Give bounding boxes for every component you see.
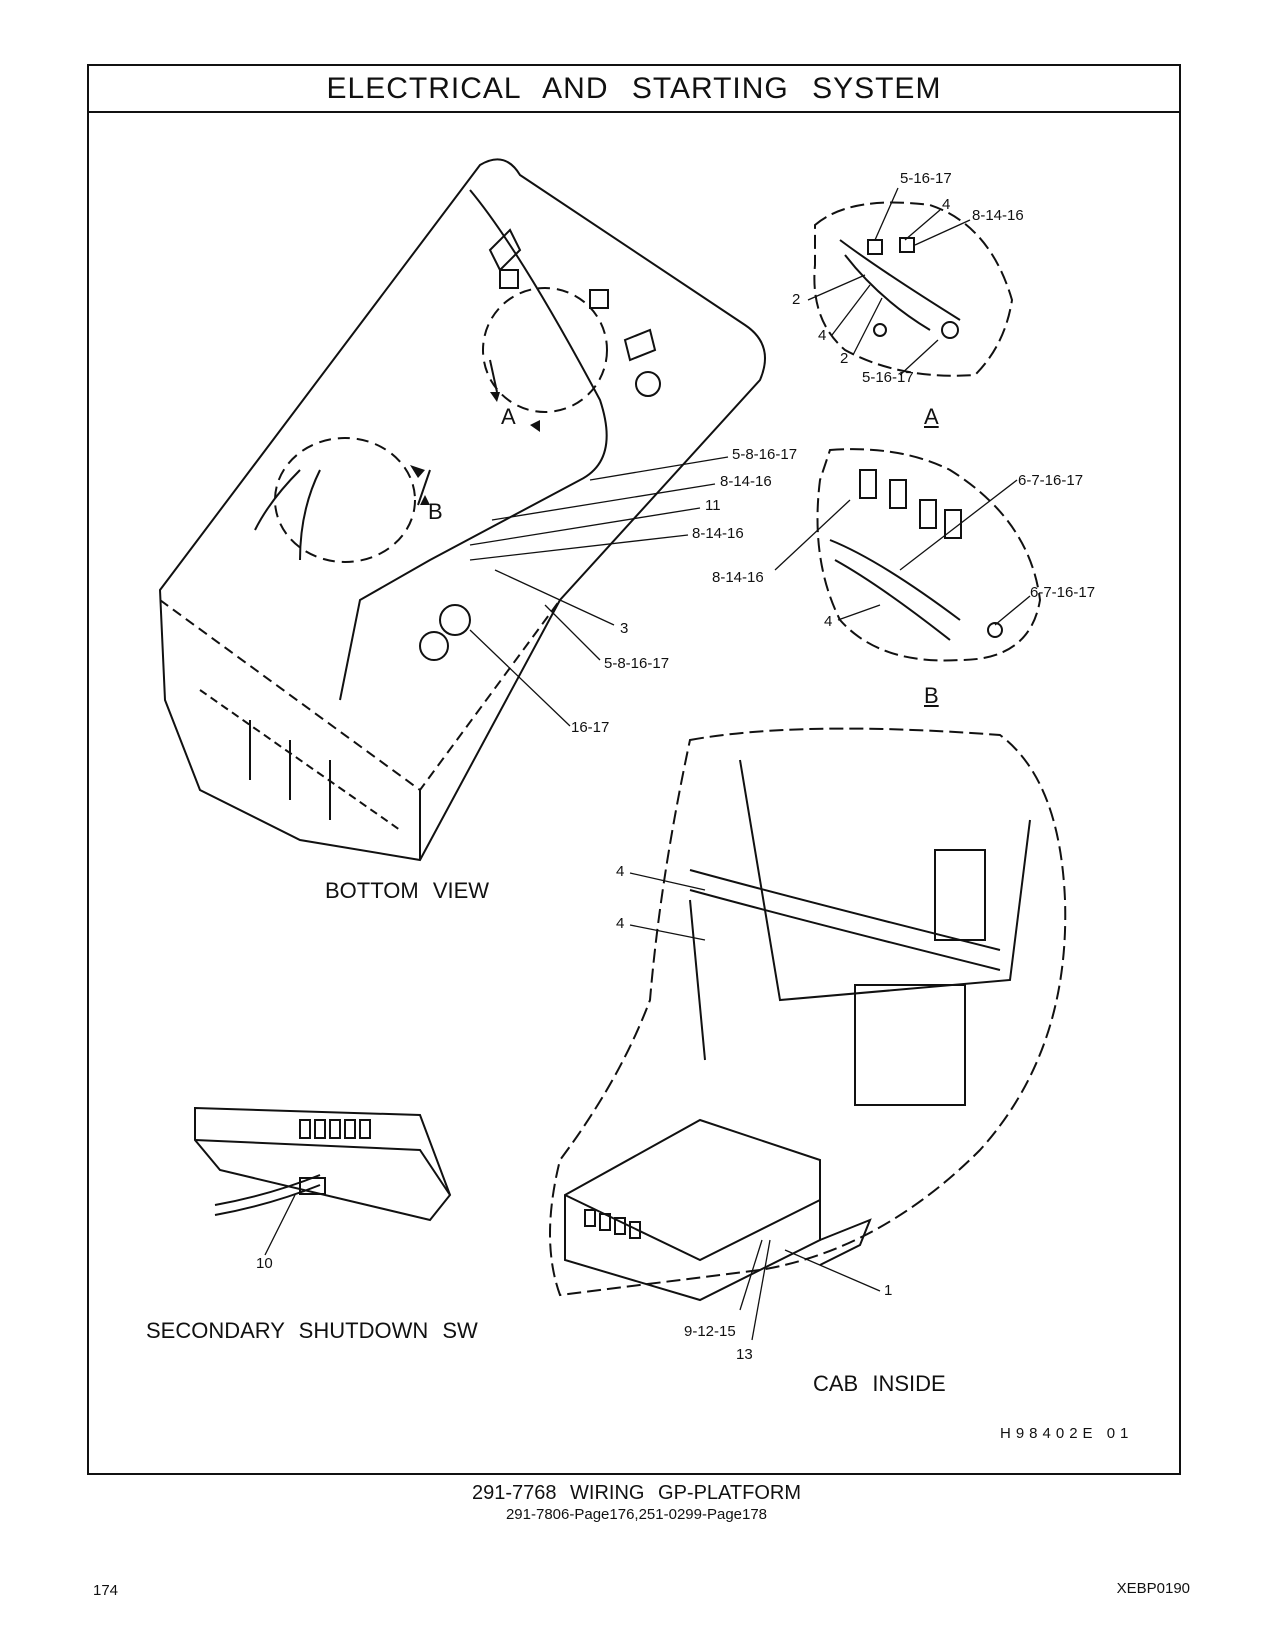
callout-bottom-1: 5-8-16-17 [732,446,798,463]
callout-cab-5: 13 [736,1346,753,1363]
secondary-shutdown-outline [194,1106,452,1222]
detail-a-label: A [924,404,939,429]
detail-b-label: B [924,683,939,708]
callout-a-3: 8-14-16 [972,207,1024,224]
callout-a-4: 2 [792,291,801,308]
callout-b-1: 6-7-16-17 [1018,472,1084,489]
marker-a-label: A [501,404,516,429]
callout-b-4: 4 [824,613,833,630]
callout-cab-3: 1 [884,1282,893,1299]
callout-b-3: 6-7-16-17 [1030,584,1096,601]
footer-sub: 291-7806-Page176,251-0299-Page178 [505,1506,768,1523]
callout-cab-1: 4 [616,863,625,880]
callout-bottom-2: 8-14-16 [720,473,772,490]
bottom-view-label: BOTTOM VIEW [325,878,490,903]
callout-secondary-1: 10 [256,1255,273,1272]
callout-cab-4: 9-12-15 [684,1323,736,1340]
drawing-number: H98402E 01 [1000,1425,1134,1442]
callout-bottom-3: 11 [705,497,721,514]
cab-inside-label: CAB INSIDE [813,1371,946,1396]
callout-a-6: 2 [840,350,849,367]
callout-a-7: 5-16-17 [862,369,914,386]
callout-a-1: 5-16-17 [900,170,952,187]
secondary-shutdown-label: SECONDARY SHUTDOWN SW [146,1318,478,1343]
document-number: XEBP0190 [1116,1580,1190,1597]
callout-bottom-6: 5-8-16-17 [604,655,670,672]
callout-a-2: 4 [942,196,951,213]
callout-a-5: 4 [818,327,827,344]
footer-main: 291-7768 WIRING GP-PLATFORM [471,1482,802,1504]
drawing-frame: ELECTRICAL AND STARTING SYSTEM [87,64,1181,1475]
cab-inside-outline [549,727,1067,1302]
callout-bottom-7: 16-17 [571,719,610,736]
callout-cab-2: 4 [616,915,625,932]
marker-b-label: B [428,499,443,524]
callout-bottom-4: 8-14-16 [692,525,744,542]
page-title: ELECTRICAL AND STARTING SYSTEM [89,66,1179,113]
page-number: 174 [93,1582,119,1599]
callout-b-2: 8-14-16 [712,569,764,586]
callout-bottom-5: 3 [620,620,629,637]
bottom-view-platform [158,158,766,862]
detail-b-outline [816,448,1042,662]
